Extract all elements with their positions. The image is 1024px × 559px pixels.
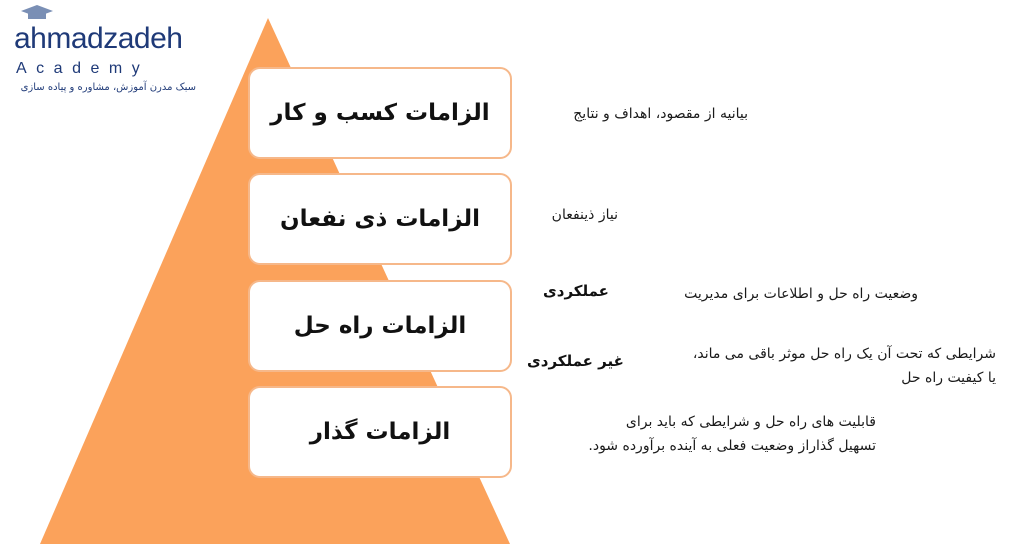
level-business-requirements: الزامات کسب و کار bbox=[248, 67, 512, 159]
level-stakeholder-requirements: الزامات ذی نفعان bbox=[248, 173, 512, 265]
level-transition-requirements: الزامات گذار bbox=[248, 386, 512, 478]
description-line: قابلیت های راه حل و شرایطی که باید برای bbox=[625, 414, 876, 430]
logo-brand-name: ahmadzadeh bbox=[14, 22, 183, 55]
business-description: بیانیه از مقصود، اهداف و نتایج bbox=[573, 102, 748, 126]
description-line: وضعیت راه حل و اطلاعات برای مدیریت bbox=[684, 286, 918, 302]
level-solution-requirements: الزامات راه حل bbox=[248, 280, 512, 372]
functional-label: عملکردی bbox=[543, 282, 609, 300]
description-line: بیانیه از مقصود، اهداف و نتایج bbox=[573, 106, 748, 122]
description-line: نیاز ذینفعان bbox=[551, 207, 618, 223]
stakeholder-description: نیاز ذینفعان bbox=[552, 203, 618, 227]
graduation-cap-icon bbox=[21, 5, 53, 19]
description-line: شرایطی که تحت آن یک راه حل موثر باقی می … bbox=[692, 346, 996, 362]
non-functional-description: شرایطی که تحت آن یک راه حل موثر باقی می … bbox=[693, 342, 996, 390]
logo-tagline: سبک مدرن آموزش، مشاوره و پیاده سازی bbox=[20, 82, 196, 93]
logo-subtitle: Academy bbox=[16, 60, 150, 77]
non-functional-label: غیر عملکردی bbox=[527, 352, 624, 370]
transition-description: قابلیت های راه حل و شرایطی که باید برای … bbox=[588, 410, 876, 458]
description-line: تسهیل گذاراز وضعیت فعلی به آینده برآورده… bbox=[588, 438, 876, 454]
academy-logo: ahmadzadeh Academy سبک مدرن آموزش، مشاور… bbox=[6, 2, 206, 102]
functional-description: وضعیت راه حل و اطلاعات برای مدیریت bbox=[684, 282, 918, 306]
description-line: یا کیفیت راه حل bbox=[901, 370, 996, 386]
